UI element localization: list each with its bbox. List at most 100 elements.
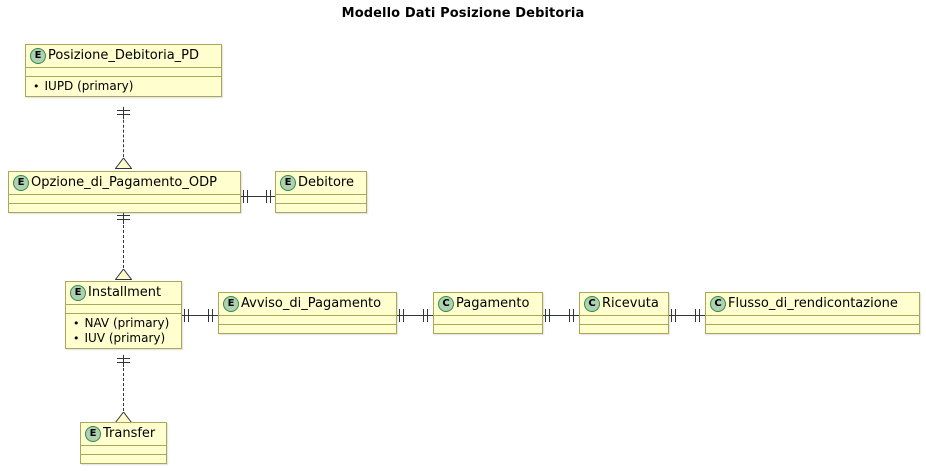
bullet-icon: • bbox=[73, 332, 80, 345]
compartment-divider bbox=[219, 324, 396, 325]
connector-installment-to-transfer bbox=[123, 358, 124, 416]
attributes-compartment-installment: • NAV (primary) • IUV (primary) bbox=[66, 314, 181, 348]
entity-circle-icon: E bbox=[13, 175, 29, 191]
class-header-flusso-di-rendicontazione: C Flusso_di_rendicontazione bbox=[706, 293, 919, 315]
compartment-divider bbox=[706, 315, 919, 316]
entity-header-posizione-debitoria-pd: E Posizione_Debitoria_PD bbox=[26, 45, 221, 67]
entity-box-debitore[interactable]: E Debitore bbox=[275, 171, 367, 213]
attribute-row: • IUPD (primary) bbox=[33, 79, 216, 94]
cardinality-one-odp-side bbox=[240, 190, 252, 203]
class-name-ricevuta: Ricevuta bbox=[602, 296, 659, 311]
empty-compartment bbox=[9, 195, 240, 203]
class-circle-icon: C bbox=[584, 296, 600, 312]
bullet-icon: • bbox=[33, 80, 40, 93]
compartment-divider bbox=[66, 304, 181, 305]
generalization-arrow-odp-installment bbox=[115, 269, 132, 280]
cardinality-one-pagamento-right-side bbox=[542, 309, 554, 322]
attribute-row: • NAV (primary) bbox=[73, 316, 176, 331]
cardinality-one-avviso-left-side bbox=[205, 309, 217, 322]
cardinality-one-installment-side bbox=[181, 309, 193, 322]
generalization-arrow-pd-odp bbox=[115, 158, 132, 169]
class-box-pagamento[interactable]: C Pagamento bbox=[433, 292, 543, 334]
entity-box-avviso-di-pagamento[interactable]: E Avviso_di_Pagamento bbox=[218, 292, 397, 334]
compartment-divider bbox=[580, 315, 668, 316]
class-name-pagamento: Pagamento bbox=[456, 296, 530, 311]
entity-header-debitore: E Debitore bbox=[276, 172, 366, 194]
compartment-divider bbox=[81, 445, 166, 446]
entity-box-transfer[interactable]: E Transfer bbox=[80, 422, 167, 464]
entity-name-posizione-debitoria-pd: Posizione_Debitoria_PD bbox=[48, 48, 200, 63]
empty-compartment bbox=[434, 325, 542, 333]
compartment-divider bbox=[81, 454, 166, 455]
class-header-ricevuta: C Ricevuta bbox=[580, 293, 668, 315]
entity-header-transfer: E Transfer bbox=[81, 423, 166, 445]
compartment-divider bbox=[66, 313, 181, 314]
cardinality-one-pagamento-left-side bbox=[420, 309, 432, 322]
cardinality-one-debitore-side bbox=[263, 190, 275, 203]
compartment-divider bbox=[9, 203, 240, 204]
empty-compartment bbox=[434, 316, 542, 324]
diagram-title: Modello Dati Posizione Debitoria bbox=[341, 6, 585, 21]
entity-header-avviso-di-pagamento: E Avviso_di_Pagamento bbox=[219, 293, 396, 315]
attribute-label: NAV (primary) bbox=[84, 316, 170, 330]
entity-name-debitore: Debitore bbox=[298, 175, 354, 190]
class-circle-icon: C bbox=[438, 296, 454, 312]
cardinality-one-avviso-right-side bbox=[396, 309, 408, 322]
entity-circle-icon: E bbox=[30, 48, 46, 64]
compartment-divider bbox=[219, 315, 396, 316]
cardinality-one-pd-odp bbox=[117, 107, 130, 119]
connector-avviso-to-pagamento bbox=[397, 315, 433, 316]
empty-compartment bbox=[26, 68, 221, 76]
entity-header-installment: E Installment bbox=[66, 282, 181, 304]
compartment-divider bbox=[276, 203, 366, 204]
entity-name-transfer: Transfer bbox=[103, 426, 156, 441]
empty-compartment bbox=[706, 325, 919, 333]
empty-compartment bbox=[9, 204, 240, 212]
connector-installment-to-avviso bbox=[182, 315, 218, 316]
entity-name-opzione-di-pagamento-odp: Opzione_di_Pagamento_ODP bbox=[31, 175, 217, 190]
empty-compartment bbox=[706, 316, 919, 324]
entity-box-opzione-di-pagamento-odp[interactable]: E Opzione_di_Pagamento_ODP bbox=[8, 171, 241, 213]
entity-name-installment: Installment bbox=[88, 285, 162, 300]
connector-odp-to-debitore bbox=[241, 196, 275, 197]
compartment-divider bbox=[26, 76, 221, 77]
entity-box-posizione-debitoria-pd[interactable]: E Posizione_Debitoria_PD • IUPD (primary… bbox=[25, 44, 222, 97]
entity-name-avviso-di-pagamento: Avviso_di_Pagamento bbox=[241, 296, 382, 311]
compartment-divider bbox=[434, 315, 542, 316]
entity-circle-icon: E bbox=[85, 426, 101, 442]
entity-circle-icon: E bbox=[280, 175, 296, 191]
class-circle-icon: C bbox=[710, 296, 726, 312]
entity-header-opzione-di-pagamento-odp: E Opzione_di_Pagamento_ODP bbox=[9, 172, 240, 194]
class-name-flusso-di-rendicontazione: Flusso_di_rendicontazione bbox=[728, 296, 898, 311]
compartment-divider bbox=[706, 324, 919, 325]
connector-pd-to-odp bbox=[123, 110, 124, 162]
bullet-icon: • bbox=[73, 317, 80, 330]
attribute-label: IUV (primary) bbox=[84, 331, 166, 345]
cardinality-one-ricevuta-right-side bbox=[668, 309, 680, 322]
compartment-divider bbox=[9, 194, 240, 195]
empty-compartment bbox=[580, 316, 668, 324]
empty-compartment bbox=[276, 195, 366, 203]
compartment-divider bbox=[26, 67, 221, 68]
connector-pagamento-to-ricevuta bbox=[543, 315, 579, 316]
compartment-divider bbox=[276, 194, 366, 195]
class-box-ricevuta[interactable]: C Ricevuta bbox=[579, 292, 669, 334]
entity-box-installment[interactable]: E Installment • NAV (primary) • IUV (pri… bbox=[65, 281, 182, 349]
compartment-divider bbox=[580, 324, 668, 325]
empty-compartment bbox=[66, 305, 181, 313]
class-box-flusso-di-rendicontazione[interactable]: C Flusso_di_rendicontazione bbox=[705, 292, 920, 334]
compartment-divider bbox=[434, 324, 542, 325]
empty-compartment bbox=[219, 325, 396, 333]
empty-compartment bbox=[580, 325, 668, 333]
class-header-pagamento: C Pagamento bbox=[434, 293, 542, 315]
cardinality-one-installment-transfer bbox=[117, 355, 130, 367]
empty-compartment bbox=[81, 455, 166, 463]
attributes-compartment-posizione-debitoria-pd: • IUPD (primary) bbox=[26, 77, 221, 96]
empty-compartment bbox=[81, 446, 166, 454]
attribute-label: IUPD (primary) bbox=[44, 79, 134, 93]
entity-circle-icon: E bbox=[223, 296, 239, 312]
cardinality-one-flusso-left-side bbox=[692, 309, 704, 322]
entity-circle-icon: E bbox=[70, 285, 86, 301]
empty-compartment bbox=[219, 316, 396, 324]
connector-ricevuta-to-flusso bbox=[669, 315, 705, 316]
